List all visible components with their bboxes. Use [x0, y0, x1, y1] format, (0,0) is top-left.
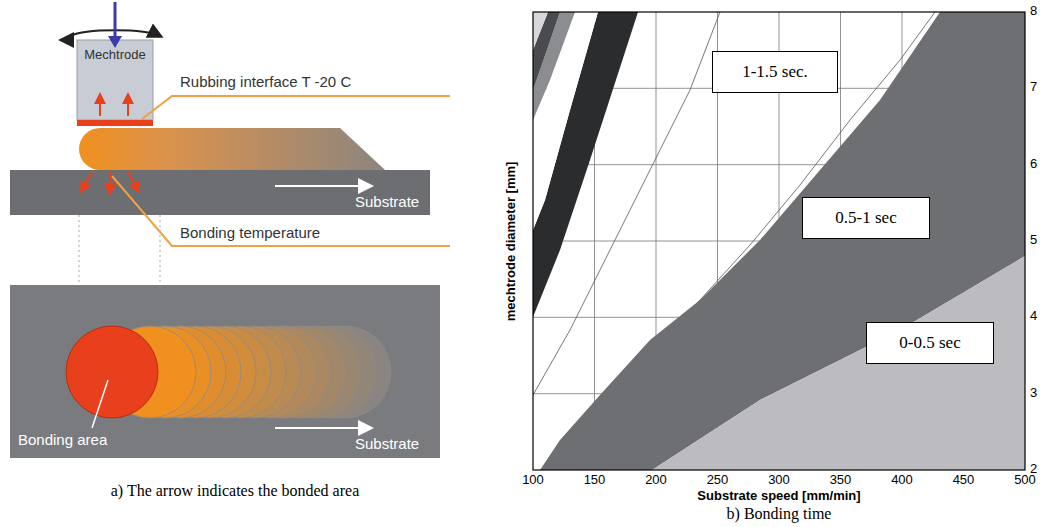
callout-label: Bonding temperature: [180, 224, 320, 241]
tick-label: 6: [1030, 157, 1037, 172]
tick-label: 4: [1030, 309, 1037, 324]
tick-label: 300: [768, 473, 790, 488]
tick-label: 7: [1030, 80, 1037, 95]
plot-frame: [533, 12, 1025, 470]
tick-label: 2: [1030, 462, 1037, 477]
tick-label: 100: [522, 473, 544, 488]
node-text: 1-1.5 sec.: [742, 62, 808, 82]
tick-label: 450: [953, 473, 975, 488]
axis-title: Substrate speed [mm/min]: [697, 489, 860, 504]
node-text: 0.5-1 sec: [835, 208, 896, 228]
tick-label: 200: [645, 473, 667, 488]
caption: b) Bonding time: [727, 505, 832, 523]
tick-label: 5: [1030, 233, 1037, 248]
substrate-label: Substrate: [355, 435, 419, 452]
node-text: Mechtrode: [84, 47, 145, 62]
node-text: 0-0.5 sec: [899, 333, 960, 353]
tick-label: 8: [1030, 4, 1037, 19]
axis-title: mechtrode diameter [mm]: [505, 161, 520, 321]
deposit: [79, 128, 385, 170]
bonding-area: [66, 326, 158, 418]
leader-line: [112, 176, 450, 246]
callout-label: Bonding area: [18, 431, 107, 448]
region-label-box: 0.5-1 sec: [802, 197, 930, 239]
tick-label: 400: [891, 473, 913, 488]
rubbing-interface: [77, 120, 153, 126]
tick-label: 350: [830, 473, 852, 488]
mechtrode-label-box: Mechtrode: [77, 43, 153, 65]
substrate-top: [10, 285, 440, 458]
tick-label: 150: [584, 473, 606, 488]
region-label-box: 0-0.5 sec: [866, 322, 994, 364]
region-black: [533, 12, 638, 317]
tick-label: 250: [707, 473, 729, 488]
leader-line: [142, 96, 450, 119]
substrate-plate: [10, 170, 430, 215]
region-light: [652, 256, 1025, 470]
callout-label: Rubbing interface T -20 C: [180, 73, 351, 90]
caption: a) The arrow indicates the bonded area: [90, 482, 380, 500]
substrate-label: Substrate: [355, 193, 419, 210]
tick-label: 3: [1030, 386, 1037, 401]
region-label-box: 1-1.5 sec.: [712, 51, 838, 93]
mechtrode-body: [77, 40, 153, 120]
